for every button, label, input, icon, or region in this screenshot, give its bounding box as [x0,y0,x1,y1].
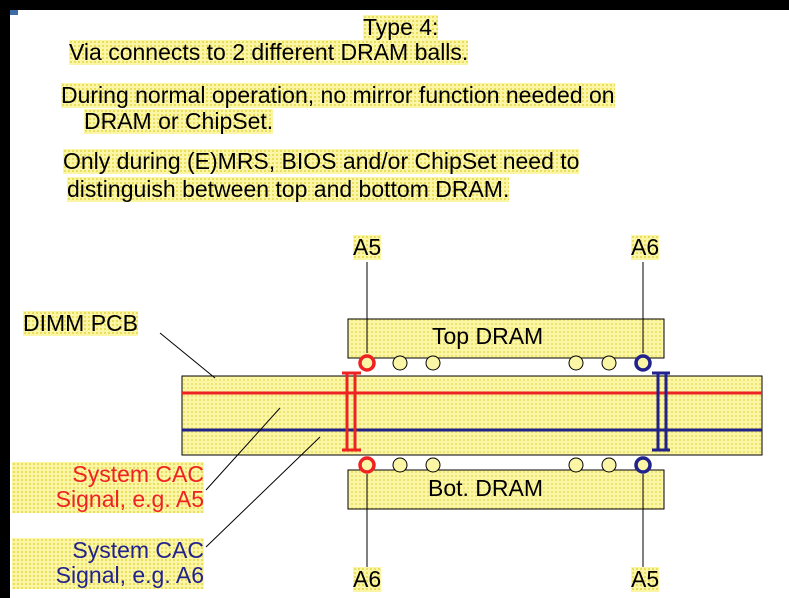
ball [568,355,584,371]
ball [634,354,652,372]
description-line-2: During normal operation, no mirror funct… [61,82,615,109]
ball [425,457,441,473]
system-cac-a6-label: System CAC Signal, e.g. A6 [12,537,204,589]
a6-signal-callout [205,436,321,548]
system-cac-a6-line-2: Signal, e.g. A6 [55,562,204,589]
top-left-pin-label: A5 [353,234,382,261]
description-line-5: distinguish between top and bottom DRAM. [67,176,510,203]
top-dram-chip [347,318,665,359]
system-cac-a5-label: System CAC Signal, e.g. A5 [12,461,204,513]
via-a6 [652,371,670,452]
ball [392,457,408,473]
bottom-right-pin-label: A5 [631,566,660,593]
description-line-4: Only during (E)MRS, BIOS and/or ChipSet … [63,148,580,175]
pcb-board [181,375,763,456]
top-right-pin-label: A6 [631,234,660,261]
ball [634,456,652,474]
slide: Type 4: Via connects to 2 different DRAM… [10,10,789,598]
a5-signal-callout [205,407,281,491]
via-a5 [342,371,361,452]
ball [601,355,617,371]
ball [358,456,376,474]
ball [601,457,617,473]
ball [568,457,584,473]
system-cac-a5-line-1: System CAC [72,461,204,487]
description-line-3: DRAM or ChipSet. [84,108,274,135]
system-cac-a5-line-2: Signal, e.g. A5 [55,486,204,513]
bottom-dram-chip [347,469,665,510]
ball [392,355,408,371]
ball [425,355,441,371]
dimm-pcb-callout [159,332,216,379]
corner-marker [10,10,18,15]
dimm-diagram [159,262,763,567]
bottom-left-pin-label: A6 [353,566,382,593]
diagram-title: Type 4: [363,14,439,41]
dimm-pcb-label: DIMM PCB [23,310,138,337]
description-line-1: Via connects to 2 different DRAM balls. [69,39,469,66]
system-cac-a6-line-1: System CAC [72,537,204,563]
bot-dram-label: Bot. DRAM [428,475,544,501]
ball [358,354,376,372]
top-dram-label: Top DRAM [432,323,544,349]
